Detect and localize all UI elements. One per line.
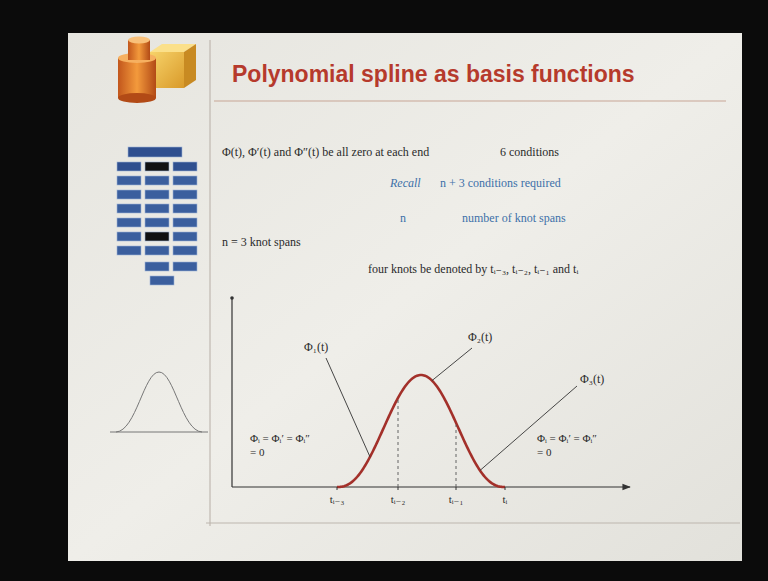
condition-count: 6 conditions [500,145,559,159]
nav-tree [117,147,197,285]
curve-label: Φ₁(t) [304,340,328,354]
curve-label: Φ₂(t) [468,330,492,344]
recall-note: Recall [390,176,421,190]
knot-label: tᵢ₋₃ [330,493,345,506]
bell-thumbnail [110,372,208,432]
knot-dash [456,425,457,487]
leader-line [480,386,577,470]
title-rule [214,100,726,101]
footer-rule [206,523,740,524]
knot-label: tᵢ [503,493,508,506]
knot-label: tᵢ₋₁ [449,493,464,506]
knot-label: tᵢ₋₂ [391,493,406,506]
condition-text: Φ(t), Φ′(t) and Φ″(t) be all zero at eac… [222,145,429,159]
end-condition: Φᵢ = Φᵢ′ = Φᵢ″ = 0 [250,432,314,460]
knot-tick [505,487,506,490]
knot-dash [398,400,399,487]
leader-line [432,348,472,381]
recall-text: n + 3 conditions required [440,176,561,190]
knot-note: four knots be denoted by tᵢ₋₃, tᵢ₋₂, tᵢ₋… [368,262,578,276]
x-axis [232,486,630,487]
leader-line [326,358,370,457]
span-count: n = 3 knot spans [222,235,301,249]
curve-label: Φ₃(t) [580,372,604,386]
knot-tick [456,487,457,490]
slide-ground [68,33,742,561]
shapes-icon [118,37,196,104]
knot-tick [337,487,338,490]
symbol-definition: number of knot spans [462,211,566,225]
end-condition: Φᵢ = Φᵢ′ = Φᵢ″ = 0 [537,432,601,460]
axis-dot [230,296,234,300]
y-axis [231,298,232,487]
knot-tick [398,487,399,490]
divider-line [210,40,211,526]
symbol-n: n [400,211,406,225]
slide-title: Polynomial spline as basis functions [232,61,635,89]
